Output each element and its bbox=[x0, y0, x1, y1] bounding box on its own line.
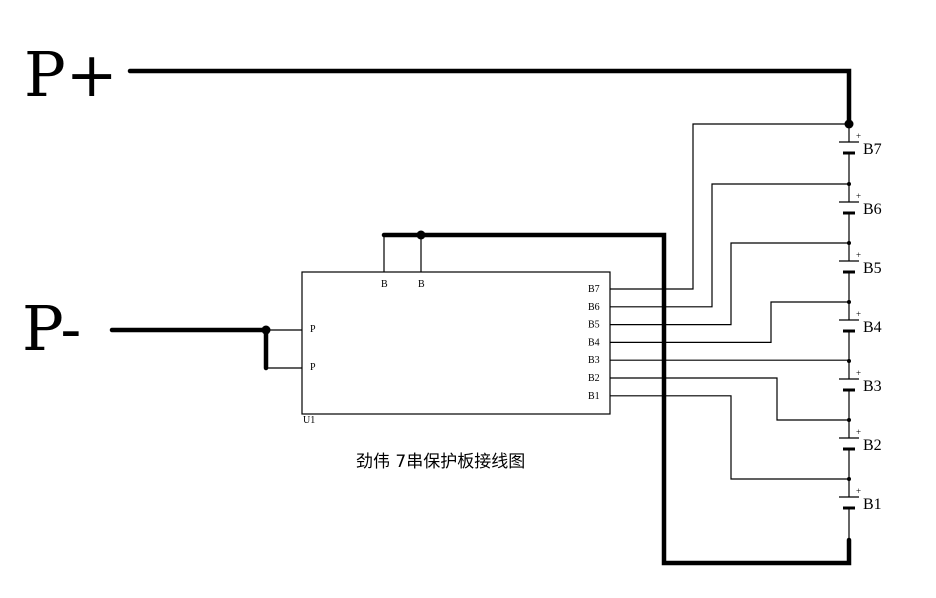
node-dot bbox=[847, 182, 851, 186]
node-dot bbox=[847, 300, 851, 304]
cell-label-b3: B3 bbox=[863, 378, 882, 395]
chip-pin-b-2: B bbox=[418, 279, 425, 290]
chip-pin-b3: B3 bbox=[588, 355, 600, 366]
chip-pin-b7: B7 bbox=[588, 284, 600, 295]
cell-polarity: + bbox=[856, 250, 861, 260]
cell-polarity: + bbox=[856, 486, 861, 496]
cell-polarity: + bbox=[856, 191, 861, 201]
node-dot bbox=[847, 418, 851, 422]
cell-label-b2: B2 bbox=[863, 437, 882, 454]
chip-pin-b5: B5 bbox=[588, 320, 600, 331]
cell-label-b6: B6 bbox=[863, 201, 882, 218]
cell-polarity: + bbox=[856, 309, 861, 319]
sense-wire-b7 bbox=[610, 123, 849, 290]
sense-wire-b1 bbox=[610, 395, 849, 480]
chip-pin-b-1: B bbox=[381, 279, 388, 290]
node-dot bbox=[847, 477, 851, 481]
diagram-caption: 劲伟 7串保护板接线图 bbox=[356, 452, 525, 472]
node-dot bbox=[847, 241, 851, 245]
b-minus-wire bbox=[381, 232, 852, 566]
sense-wire-b4 bbox=[610, 301, 849, 343]
chip-pin-b1: B1 bbox=[588, 391, 600, 402]
sense-wire-b6 bbox=[610, 183, 849, 308]
sense-wire-b2 bbox=[610, 377, 849, 421]
p-minus-wire bbox=[109, 327, 269, 371]
cell-label-b1: B1 bbox=[863, 496, 882, 513]
chip-pin-b4: B4 bbox=[588, 337, 600, 348]
p-plus-wire bbox=[127, 68, 852, 127]
p-plus-label: P+ bbox=[24, 38, 118, 111]
sense-wire-b5 bbox=[610, 242, 849, 326]
chip-pin-b6: B6 bbox=[588, 302, 600, 313]
chip-pin-p-2: P bbox=[310, 362, 316, 373]
node-dot bbox=[847, 359, 851, 363]
cell-polarity: + bbox=[856, 427, 861, 437]
chip-pin-p-1: P bbox=[310, 324, 316, 335]
cell-label-b4: B4 bbox=[863, 319, 882, 336]
chip-pin-b2: B2 bbox=[588, 373, 600, 384]
cell-label-b5: B5 bbox=[863, 260, 882, 277]
cell-polarity: + bbox=[856, 368, 861, 378]
cell-polarity: + bbox=[856, 131, 861, 141]
protection-chip bbox=[301, 271, 611, 415]
cell-label-b7: B7 bbox=[863, 141, 882, 158]
p-minus-label: P- bbox=[22, 292, 81, 365]
chip-ref: U1 bbox=[303, 415, 315, 426]
